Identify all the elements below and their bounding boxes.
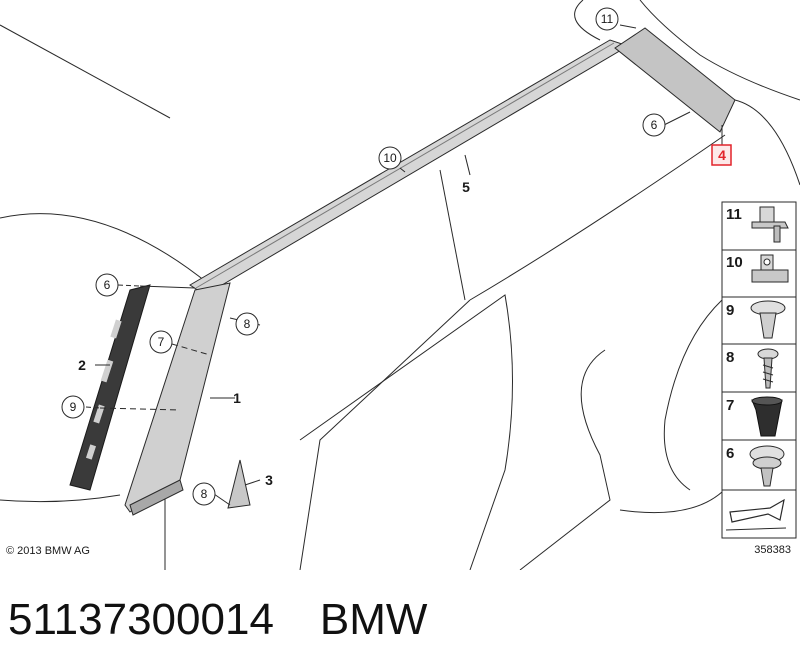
part-label-3: 3	[265, 472, 273, 488]
callout-label: 11	[601, 12, 614, 26]
direction-arrow-icon	[725, 498, 787, 531]
legend-item-8: 8	[726, 348, 779, 389]
part-label-4-highlighted: 4	[711, 144, 732, 166]
fastener-legend: 11 10 9 8 7	[721, 201, 797, 539]
legend-label: 8	[726, 349, 734, 366]
legend-label: 6	[726, 445, 734, 462]
part-label-5: 5	[462, 179, 470, 195]
parts-diagram: 11 10 6 6 7 8 9 8 5 4 2 1 3	[0, 0, 800, 570]
callout-11: 11	[595, 7, 619, 31]
callout-label: 6	[104, 278, 111, 292]
callout-6-left: 6	[95, 273, 119, 297]
legend-label: 11	[726, 206, 742, 223]
car-body-outline	[0, 0, 800, 570]
triangle-cover	[227, 459, 251, 509]
callout-8-bottom: 8	[192, 482, 216, 506]
copyright-text: © 2013 BMW AG	[6, 545, 90, 557]
leader-lines	[85, 24, 723, 506]
callout-9: 9	[61, 395, 85, 419]
legend-label: 9	[726, 302, 734, 319]
legend-label: 10	[726, 254, 743, 271]
rear-pillar-trim	[614, 27, 736, 133]
part-caption: 51137300014 BMW	[8, 585, 427, 655]
legend-item-9: 9	[726, 300, 786, 339]
callout-label: 6	[651, 118, 658, 132]
callout-10: 10	[378, 146, 402, 170]
bracket-part	[69, 284, 151, 491]
callout-6-top: 6	[642, 113, 666, 137]
legend-item-10: 10	[726, 254, 789, 283]
part-label-2: 2	[78, 357, 86, 373]
pillar-cover	[124, 282, 231, 516]
callout-label: 8	[201, 487, 208, 501]
drawing-number: 358383	[754, 544, 791, 556]
callout-label: 7	[158, 335, 165, 349]
highlighted-label: 4	[718, 147, 726, 163]
legend-item-7: 7	[726, 396, 783, 437]
legend-item-6: 6	[726, 445, 785, 487]
roof-moulding	[189, 39, 630, 296]
callout-label: 9	[70, 400, 77, 414]
callout-7: 7	[149, 330, 173, 354]
legend-item-11: 11	[726, 206, 789, 243]
legend-label: 7	[726, 397, 734, 414]
callout-8-right: 8	[235, 312, 259, 336]
callout-label: 10	[383, 151, 397, 165]
part-label-1: 1	[233, 390, 241, 406]
callout-label: 8	[244, 317, 251, 331]
brand-name: BMW	[319, 595, 428, 644]
part-number: 51137300014	[8, 595, 274, 644]
